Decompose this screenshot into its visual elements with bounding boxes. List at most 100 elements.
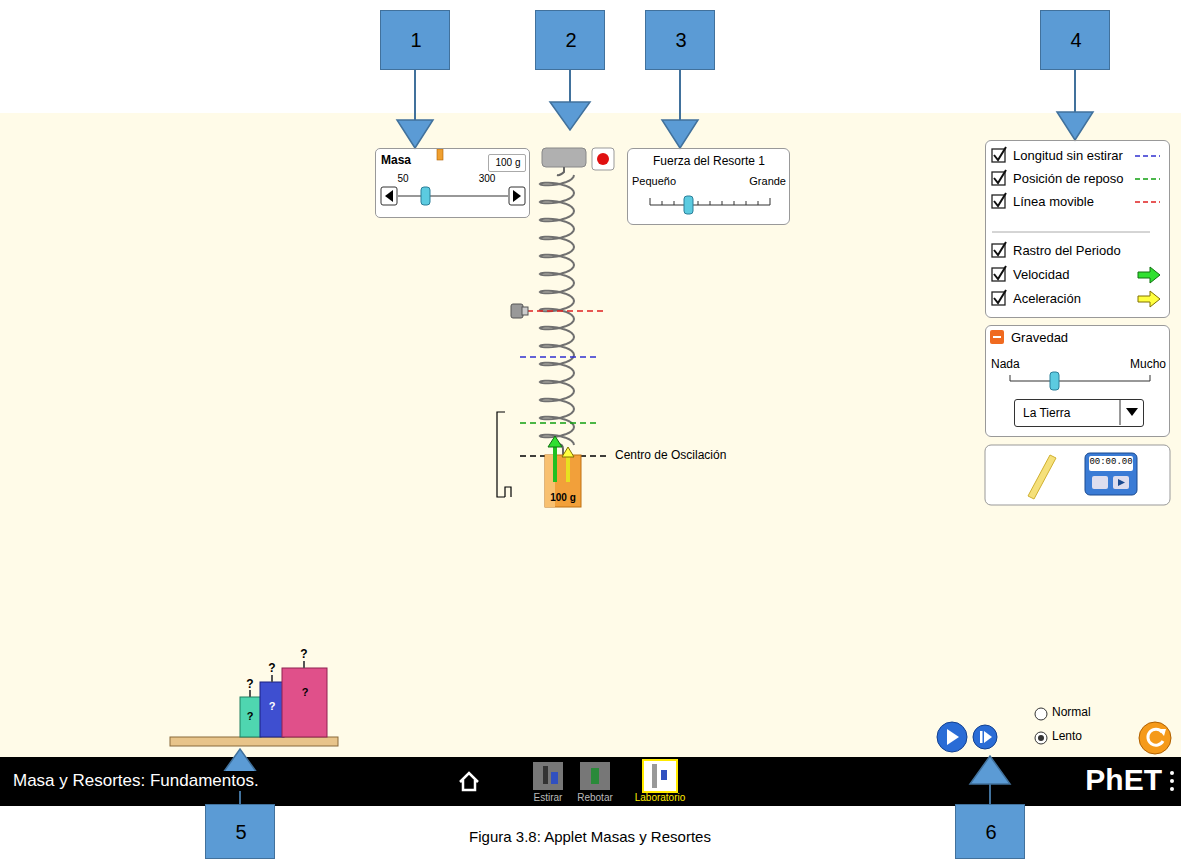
play-controls <box>947 729 959 745</box>
visibility-panel <box>994 242 1006 255</box>
slider-max: 300 <box>479 173 496 185</box>
play-controls <box>1158 729 1166 736</box>
checkbox-label: Línea movible <box>1013 195 1094 210</box>
gravity-panel: La TierraGravedadNadaMucho <box>985 325 1170 437</box>
mass-shelf <box>271 675 273 682</box>
oscillation-label: Centro de Oscilación <box>615 449 726 463</box>
gravity-panel <box>1010 380 1150 381</box>
callout-number: 4 <box>1070 29 1081 52</box>
spring-force-panel <box>734 201 735 205</box>
phet-logo: PhET <box>1085 763 1162 798</box>
callout-arrow <box>970 756 1010 784</box>
navigation-bar <box>661 770 667 780</box>
tools-panel <box>1085 453 1137 495</box>
checkbox-label: Longitud sin estirar <box>1013 149 1123 164</box>
mass-label: ? <box>302 686 309 699</box>
mass-shelf <box>303 661 305 668</box>
play-controls <box>1038 735 1044 741</box>
mass-panel <box>437 149 443 160</box>
mass-panel <box>509 187 525 205</box>
callout-arrow <box>569 70 571 102</box>
mass-label: ? <box>247 710 254 723</box>
navigation-bar <box>543 766 548 784</box>
mass-label: ? <box>246 678 253 692</box>
visibility-panel <box>994 170 1006 183</box>
visibility-panel <box>992 147 1006 305</box>
slider-min: 50 <box>397 173 408 185</box>
callout-arrow <box>220 70 1010 804</box>
navigation-bar <box>1170 771 1174 775</box>
mass-shelf <box>282 668 327 737</box>
navigation-bar <box>1170 787 1174 791</box>
tools-panel <box>1028 455 1056 499</box>
navigation-bar <box>1170 779 1174 783</box>
checkbox-label: Rastro del Periodo <box>1013 244 1121 259</box>
spring-hanger <box>542 148 586 167</box>
mystery-mass: ?? <box>260 682 284 737</box>
hanging-mass <box>545 455 581 507</box>
mass-panel <box>385 190 393 202</box>
navigation-bar <box>643 760 677 792</box>
mystery-mass: ?? <box>282 668 327 737</box>
gravity-panel <box>993 336 1001 338</box>
arrow-stem <box>679 70 681 120</box>
hanging-mass <box>548 436 562 447</box>
tools-panel <box>1092 476 1108 489</box>
spring-coil <box>540 175 574 445</box>
mass-panel: 100 g Masa 50 300 <box>375 148 530 218</box>
navigation-bar <box>0 757 1181 806</box>
spring-force-panel <box>627 148 790 225</box>
play-controls <box>1035 708 1047 720</box>
spring-force-panel <box>758 201 759 205</box>
reference-lines <box>511 304 523 318</box>
play-controls <box>973 725 997 749</box>
spring-force-panel <box>698 201 699 205</box>
gravity-panel <box>990 330 1004 344</box>
spring-force-panel <box>722 201 723 205</box>
visibility-panel <box>994 193 1006 206</box>
tools-panel <box>1113 476 1129 489</box>
spring-hanger <box>557 167 564 175</box>
panel-title: Masa <box>381 154 411 168</box>
screen-tab: Rebotar <box>577 792 613 804</box>
sim-background <box>0 113 1181 757</box>
mass-value: 100 g <box>495 157 520 169</box>
mass-label: ? <box>268 662 275 676</box>
figure-caption: Figura 3.8: Applet Masas y Resortes <box>469 828 711 845</box>
visibility-panel <box>1138 291 1160 307</box>
mass-shelf <box>170 661 338 746</box>
spring-force-panel <box>627 148 790 225</box>
mass-panel <box>513 190 521 202</box>
spring-coil <box>540 175 574 445</box>
spring-force-panel <box>770 198 771 205</box>
period-trace <box>497 412 511 497</box>
spring-force-panel <box>746 201 747 205</box>
visibility-panel <box>1135 201 1160 202</box>
navigation-bar <box>533 762 563 790</box>
callout-number: 3 <box>675 29 686 52</box>
gravity-panel <box>985 325 1170 437</box>
spring-force-panel: Fuerza del Resorte 1PequeñoGrande <box>627 148 790 225</box>
mass-panel <box>421 187 430 205</box>
visibility-panel <box>994 147 1006 160</box>
visibility-panel <box>1135 155 1160 156</box>
checkbox-label: Posición de reposo <box>1013 172 1124 187</box>
navigation-bar <box>551 772 558 784</box>
gravity-panel <box>1010 375 1011 381</box>
visibility-panel <box>994 290 1006 303</box>
gravity-panel <box>1120 399 1121 425</box>
mass-panel <box>375 148 530 218</box>
navigation-bar <box>460 773 478 790</box>
mass-label: ? <box>300 648 307 662</box>
gravity-panel <box>1050 372 1059 390</box>
callout-box: 6 <box>955 804 1025 859</box>
hanging-mass <box>566 456 570 482</box>
slider-min: Pequeño <box>632 175 676 188</box>
tools-panel <box>985 445 1170 505</box>
play-controls <box>984 731 992 743</box>
mass-label: ? <box>269 700 276 713</box>
callout-box: 5 <box>205 804 275 859</box>
visibility-panel: Longitud sin estirarPosición de reposoLí… <box>985 140 1170 318</box>
